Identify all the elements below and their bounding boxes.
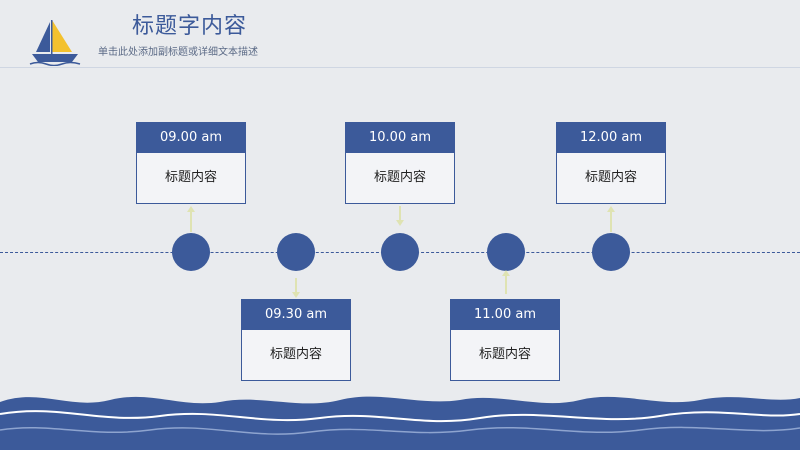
header-divider <box>0 67 800 68</box>
connector-4 <box>505 272 507 294</box>
timeline-card-4: 11.00 am 标题内容 <box>450 299 560 381</box>
sailboat-logo-icon <box>29 20 81 66</box>
timeline-card-5: 12.00 am 标题内容 <box>556 122 666 204</box>
connector-arrow-5 <box>607 206 615 212</box>
card-label: 标题内容 <box>373 170 426 185</box>
wave-decoration <box>0 396 800 450</box>
slide-header: 标题字内容 单击此处添加副标题或详细文本描述 <box>0 0 800 68</box>
timeline-card-1: 09.00 am 标题内容 <box>136 122 246 204</box>
connector-arrow-1 <box>187 206 195 212</box>
card-label: 标题内容 <box>584 170 637 185</box>
timeline-card-2: 09.30 am 标题内容 <box>241 299 351 381</box>
card-time: 10.00 am <box>346 123 454 153</box>
connector-1 <box>190 212 192 232</box>
page-title: 标题字内容 <box>132 14 248 39</box>
connector-5 <box>610 212 612 232</box>
card-time: 12.00 am <box>557 123 665 153</box>
card-time: 09.30 am <box>242 300 350 330</box>
connector-arrow-3 <box>396 220 404 226</box>
timeline-card-3: 10.00 am 标题内容 <box>345 122 455 204</box>
timeline-node-3 <box>381 233 419 271</box>
card-label: 标题内容 <box>269 347 322 362</box>
card-label: 标题内容 <box>164 170 217 185</box>
timeline-node-4 <box>487 233 525 271</box>
timeline-node-2 <box>277 233 315 271</box>
connector-3 <box>399 206 401 222</box>
connector-2 <box>295 278 297 294</box>
page-subtitle: 单击此处添加副标题或详细文本描述 <box>98 47 258 58</box>
timeline-node-5 <box>592 233 630 271</box>
card-label: 标题内容 <box>478 347 531 362</box>
connector-arrow-2 <box>292 292 300 298</box>
card-time: 09.00 am <box>137 123 245 153</box>
connector-arrow-4 <box>502 270 510 276</box>
card-time: 11.00 am <box>451 300 559 330</box>
timeline-node-1 <box>172 233 210 271</box>
